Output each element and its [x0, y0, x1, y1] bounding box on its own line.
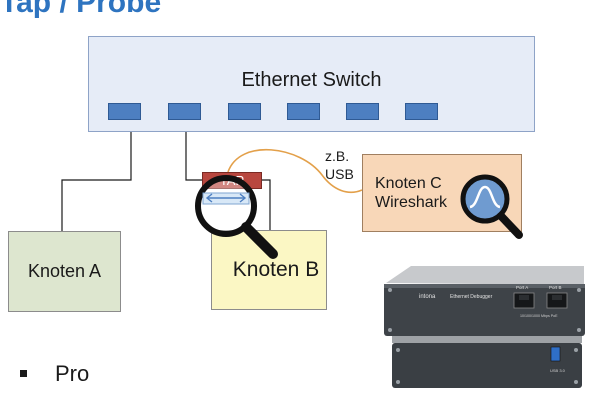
switch-port — [346, 103, 379, 120]
ethernet-port-icon — [513, 292, 535, 309]
ethernet-switch: Ethernet Switch — [88, 36, 535, 132]
device-port-a-label: Port A — [516, 285, 528, 290]
knoten-c-line2: Wireshark — [375, 194, 448, 211]
switch-port — [168, 103, 201, 120]
knoten-c-line1: Knoten C — [375, 175, 442, 192]
wireshark-shark-fin-icon — [460, 174, 523, 239]
knoten-a-box: Knoten A — [8, 231, 121, 312]
link-switch-to-knoten-a — [61, 122, 132, 231]
bullet-item: Pro — [55, 361, 90, 386]
device-port-b-label: Port B — [549, 285, 562, 290]
switch-port — [405, 103, 438, 120]
connection-label-line2: USB — [325, 166, 354, 182]
usb-cable — [227, 149, 363, 194]
device-brand: intona — [419, 294, 436, 300]
device-speed-label: 10/100/1000 Mbps PoE — [520, 314, 558, 318]
device-usb-label: USB 3.0 — [550, 368, 566, 373]
link-tap-to-knoten-b — [262, 179, 271, 230]
switch-label: Ethernet Switch — [241, 69, 382, 91]
connection-label-line1: z.B. — [325, 148, 350, 164]
bullet-marker — [20, 370, 27, 377]
double-arrow-icon — [202, 192, 250, 205]
link-switch-to-tap — [185, 122, 202, 181]
ethernet-port-icon — [546, 292, 568, 309]
switch-port — [287, 103, 320, 120]
magnifier-icon — [195, 175, 278, 259]
knoten-c-text: Knoten C Wireshark — [375, 174, 447, 212]
knoten-b-label: Knoten B — [232, 258, 320, 281]
device-model: Ethernet Debugger — [450, 294, 493, 300]
knoten-a-label: Knoten A — [27, 261, 102, 281]
switch-port — [228, 103, 261, 120]
connection-label: z.B. USB — [325, 147, 354, 183]
switch-port — [108, 103, 141, 120]
usb-port-icon — [550, 346, 561, 362]
page-title: Tap / Probe — [0, 0, 162, 19]
